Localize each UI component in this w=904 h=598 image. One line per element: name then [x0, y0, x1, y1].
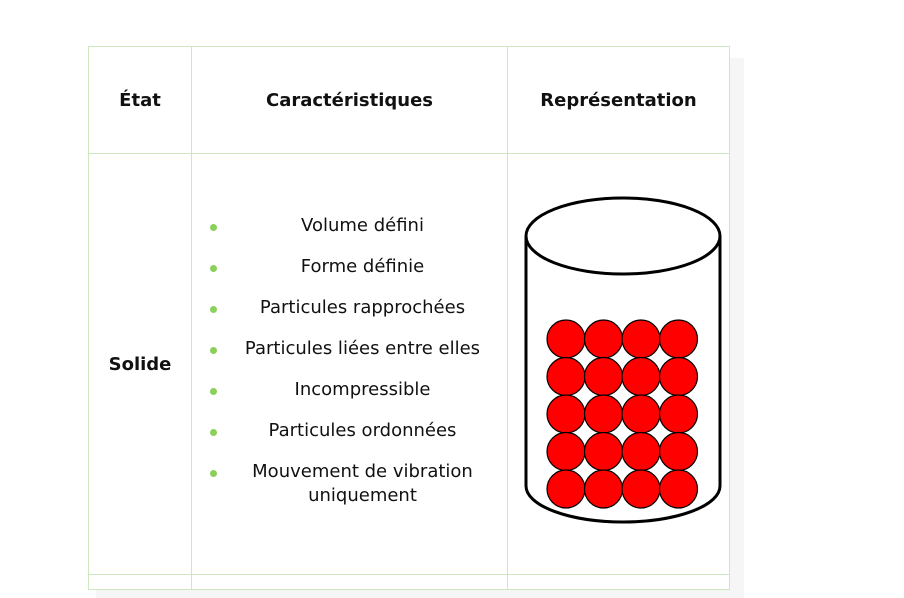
particle	[546, 469, 586, 509]
particle	[658, 319, 699, 359]
particle	[583, 356, 624, 397]
list-item: Mouvement de vibration uniquement	[192, 460, 507, 508]
particle	[658, 356, 699, 397]
particle	[621, 431, 661, 472]
particle	[583, 469, 624, 509]
characteristic-text: Forme définie	[300, 256, 425, 277]
header-row: État Caractéristiques Représentation	[88, 46, 730, 154]
table-row-next	[88, 574, 730, 590]
list-item: Forme définie	[192, 255, 507, 279]
particle	[621, 394, 661, 434]
next-row-cell	[507, 574, 730, 590]
bullet-icon	[210, 388, 217, 395]
bullet-icon	[210, 306, 217, 313]
particle	[658, 469, 699, 509]
characteristic-text: Volume défini	[301, 215, 424, 236]
bullet-icon	[210, 429, 217, 436]
header-representation: Représentation	[507, 46, 730, 154]
beaker-rim	[524, 196, 722, 276]
characteristics-cell: Volume défini Forme définie Particules r…	[191, 153, 508, 575]
list-item: Incompressible	[192, 378, 507, 402]
list-item: Particules rapprochées	[192, 296, 507, 320]
particle	[621, 469, 661, 509]
next-row-cell	[191, 574, 508, 590]
states-table: État Caractéristiques Représentation Sol…	[88, 46, 730, 590]
header-caracteristiques: Caractéristiques	[191, 46, 508, 154]
particles-group	[546, 319, 699, 509]
state-name: Solide	[88, 153, 192, 575]
characteristic-text: Particules liées entre elles	[244, 338, 481, 359]
particle	[546, 356, 586, 397]
characteristic-text: Particules rapprochées	[259, 297, 466, 318]
characteristic-text: Particules ordonnées	[268, 420, 457, 441]
characteristic-text: Incompressible	[294, 379, 431, 400]
representation-cell	[507, 153, 730, 575]
particle	[546, 431, 586, 472]
particle	[546, 319, 586, 359]
beaker-illustration	[524, 196, 722, 524]
characteristic-text: Mouvement de vibration uniquement	[252, 461, 473, 506]
particle	[621, 319, 661, 359]
particle	[546, 394, 586, 434]
list-item: Particules ordonnées	[192, 419, 507, 443]
particle	[583, 431, 624, 472]
list-item: Particules liées entre elles	[192, 337, 507, 361]
characteristics-list: Volume défini Forme définie Particules r…	[192, 214, 507, 525]
bullet-icon	[210, 265, 217, 272]
particle	[583, 319, 624, 359]
header-etat: État	[88, 46, 192, 154]
next-row-cell	[88, 574, 192, 590]
particle	[621, 356, 661, 397]
table-row-solide: Solide Volume défini Forme définie Parti…	[88, 153, 730, 575]
particle	[658, 394, 699, 434]
bullet-icon	[210, 224, 217, 231]
list-item: Volume défini	[192, 214, 507, 238]
bullet-icon	[210, 470, 217, 477]
bullet-icon	[210, 347, 217, 354]
particle	[658, 431, 699, 472]
particle	[583, 394, 624, 434]
